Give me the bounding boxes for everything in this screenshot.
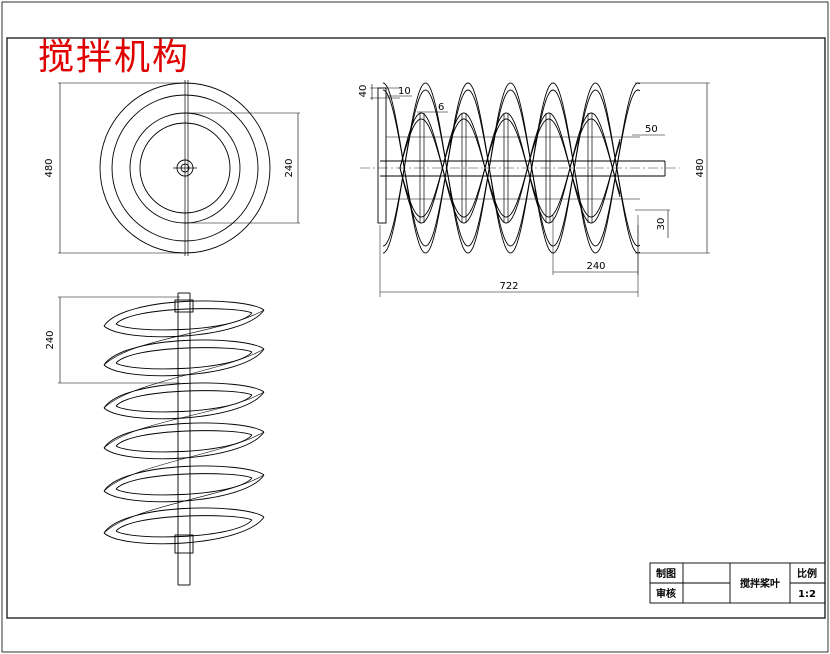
tb-part-name: 搅拌桨叶 [740,577,780,590]
end-plate [377,87,387,224]
title-block [649,562,826,604]
dim-front-10: 10 [398,86,411,97]
iso-connector [103,309,265,366]
top-view [58,80,300,256]
iso-loop-inner [115,394,253,413]
iso-loop-inner [115,473,253,490]
helix-ribbon [382,82,641,254]
iso-connector [103,431,265,492]
iso-connector [103,391,265,449]
dim-top-480: 480 [44,158,55,177]
tb-checked-label: 审核 [656,587,676,600]
tb-scale-label: 比例 [797,567,817,580]
dim-front-40: 40 [358,85,369,98]
outer-ribbon-edge [382,82,641,254]
iso-loop-inner [115,434,253,453]
iso-loop-bottom [103,309,265,338]
dim-front-240: 240 [586,261,605,272]
iso-loop-inner [115,347,253,364]
iso-loop-top [103,507,265,534]
iso-loop-inner [115,515,253,532]
iso-loop-inner [115,519,253,538]
tb-drawn-label: 制图 [656,567,676,580]
iso-helix-ribbon [103,300,265,545]
iso-loop-inner [115,390,253,407]
tb-scale-value: 1:2 [798,589,816,600]
outer-ribbon-edge [382,82,641,254]
front-view [360,82,710,297]
iso-loop-top [103,339,265,366]
iso-loop-top [103,422,265,449]
iso-connector [103,474,265,534]
isometric-view [58,292,265,586]
iso-loop-top [103,300,265,327]
dim-front-6: 6 [438,102,444,113]
inner-frame [6,37,826,619]
iso-loop-bottom [103,391,265,420]
iso-loop-inner [115,351,253,370]
drawing-title: 搅拌机构 [38,37,191,78]
inner-ribbon-edge [399,112,621,224]
iso-loop-bottom [103,474,265,503]
dim-iso-240: 240 [45,330,56,349]
inner-ribbon-edge [399,118,621,218]
iso-loop-top [103,382,265,409]
outer-ribbon-edge [382,89,641,247]
inner-ribbon-edge [399,112,621,224]
iso-connector [103,348,265,409]
iso-loop-inner [115,430,253,447]
dim-front-480: 480 [695,158,706,177]
inner-ribbon-edge [399,118,621,218]
iso-loop-inner [115,308,253,325]
iso-loop-bottom [103,516,265,545]
iso-hub-top [174,299,194,313]
iso-loop-top [103,465,265,492]
iso-loop-bottom [103,431,265,460]
dim-top-240: 240 [284,158,295,177]
outer-ribbon-edge [382,89,641,247]
iso-loop-bottom [103,348,265,377]
iso-loop-inner [115,312,253,331]
dim-front-30: 30 [656,218,667,231]
dim-front-50: 50 [645,124,658,135]
iso-loop-inner [115,477,253,496]
dim-front-722: 722 [499,281,518,292]
iso-hub-bottom [174,534,194,554]
